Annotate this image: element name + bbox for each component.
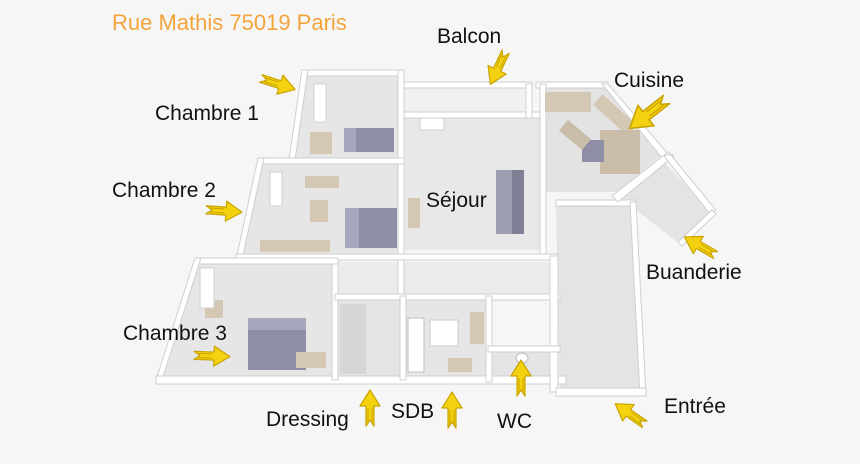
yellow-arrow-icon — [607, 393, 654, 436]
label-cuisine: Cuisine — [614, 69, 685, 92]
yellow-arrow-icon — [677, 226, 724, 267]
yellow-arrow-icon — [255, 66, 300, 101]
label-dressing: Dressing — [266, 408, 349, 431]
label-balcon: Balcon — [437, 25, 502, 48]
label-chambre-3: Chambre 3 — [123, 322, 227, 345]
bathtub-sdb — [407, 317, 425, 373]
yellow-arrow-icon — [203, 198, 245, 225]
floor-balcon — [405, 86, 530, 112]
label-sejour: Séjour — [426, 189, 487, 212]
yellow-arrow-icon — [509, 358, 533, 398]
counter-cuisine — [545, 92, 591, 112]
walls — [155, 69, 717, 397]
shelves-dressing — [340, 304, 366, 374]
yellow-arrow-icon — [479, 45, 518, 91]
label-sdb: SDB — [391, 400, 435, 423]
yellow-arrow-icon — [440, 390, 464, 430]
label-wc: WC — [497, 410, 532, 433]
label-chambre-2: Chambre 2 — [112, 179, 216, 202]
label-entree: Entrée — [664, 395, 726, 418]
address-title: Rue Mathis 75019 Paris — [112, 10, 347, 35]
yellow-arrow-icon — [358, 388, 382, 428]
label-chambre-1: Chambre 1 — [155, 102, 259, 125]
label-buanderie: Buanderie — [646, 261, 742, 284]
floor-entree — [556, 206, 640, 392]
yellow-arrow-icon — [618, 86, 678, 143]
furniture — [199, 83, 640, 374]
floor-couloir — [335, 262, 556, 296]
yellow-arrow-icon — [192, 343, 233, 368]
